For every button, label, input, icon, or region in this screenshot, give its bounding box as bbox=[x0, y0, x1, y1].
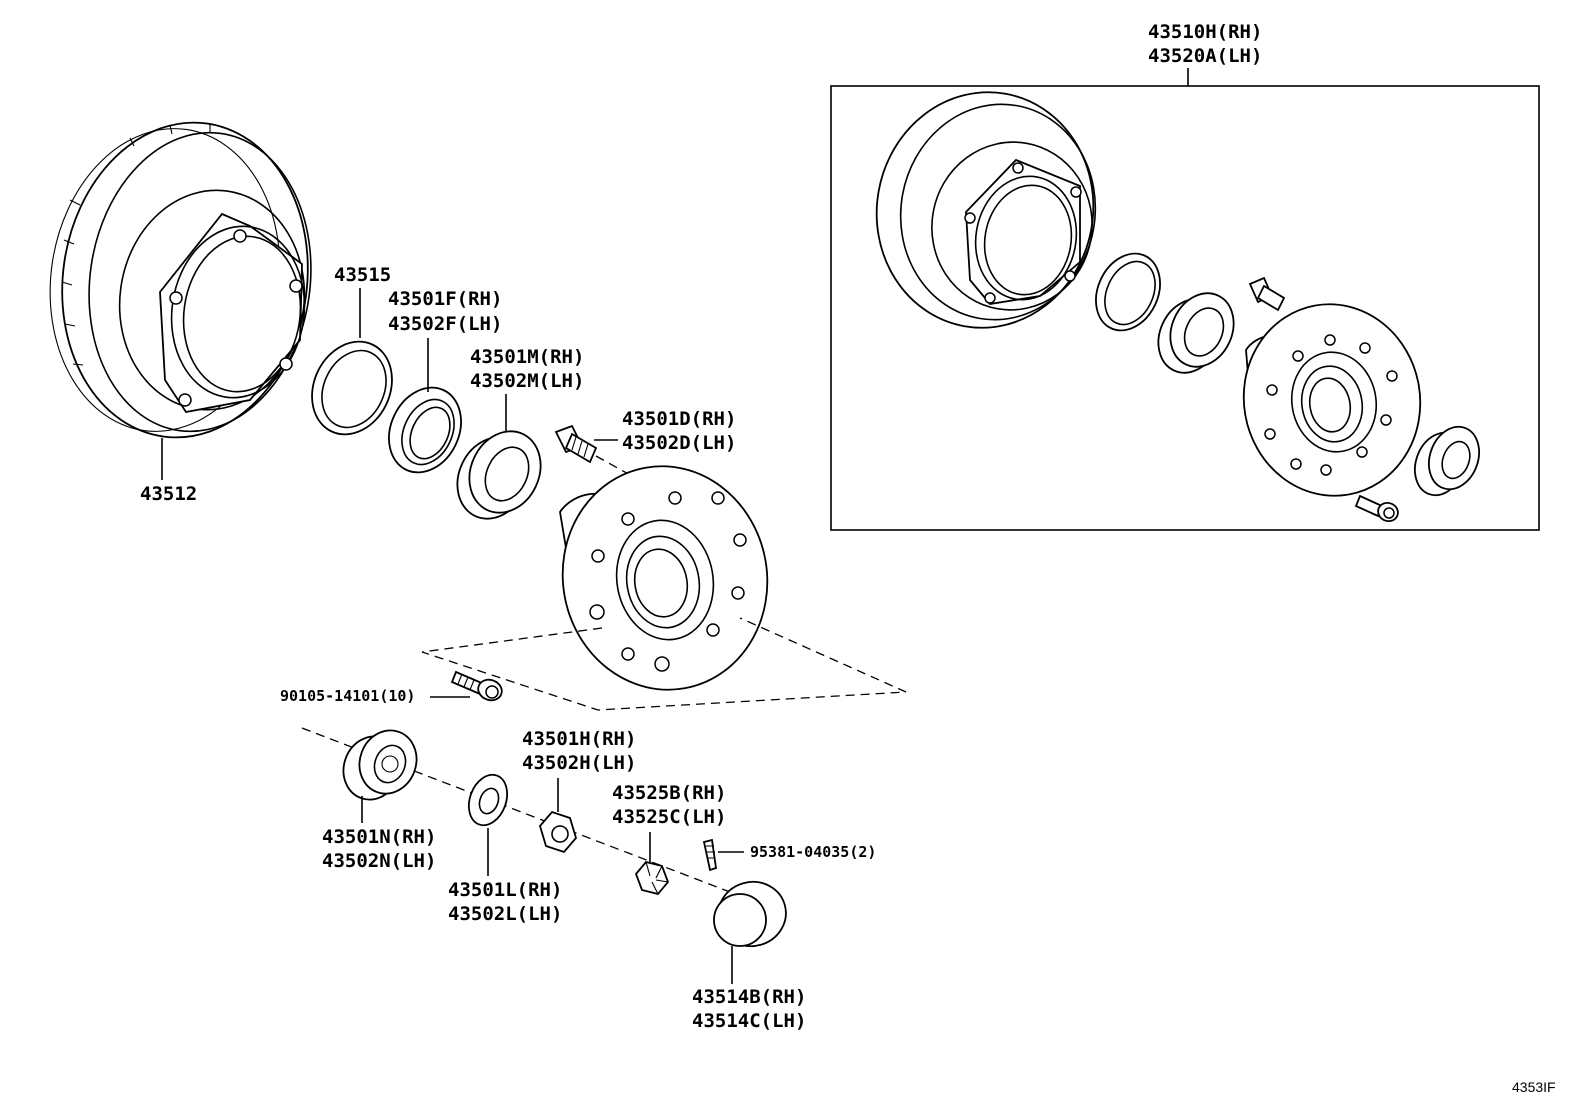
label-lock-cap-rh: 43525B(RH) bbox=[612, 782, 726, 804]
assembly-abs-ring[interactable] bbox=[1084, 243, 1172, 341]
assembly-box bbox=[830, 85, 1540, 531]
assembly-hub-bolt-top[interactable] bbox=[1248, 276, 1286, 312]
hub-nut[interactable] bbox=[538, 810, 578, 854]
disc-bolt[interactable] bbox=[450, 670, 505, 704]
grease-cap[interactable] bbox=[711, 874, 793, 953]
label-disc-bolt: 90105-14101(10) bbox=[280, 687, 415, 705]
axle-hub[interactable] bbox=[545, 450, 785, 706]
hub-bolt[interactable] bbox=[554, 424, 598, 464]
outer-bearing[interactable] bbox=[335, 722, 426, 807]
abs-ring[interactable] bbox=[297, 328, 406, 447]
label-washer-lh: 43502L(LH) bbox=[448, 903, 562, 925]
label-washer-rh: 43501L(RH) bbox=[448, 879, 562, 901]
label-assembly-lh: 43520A(LH) bbox=[1148, 45, 1262, 67]
label-nut-lh: 43502H(LH) bbox=[522, 752, 636, 774]
label-nut-rh: 43501H(RH) bbox=[522, 728, 636, 750]
assembly-disc-rotor[interactable] bbox=[858, 75, 1112, 345]
label-grease-cap-rh: 43514B(RH) bbox=[692, 986, 806, 1008]
label-ring: 43515 bbox=[334, 264, 391, 286]
label-outer-bearing-rh: 43501N(RH) bbox=[322, 826, 436, 848]
label-outer-bearing-lh: 43502N(LH) bbox=[322, 850, 436, 872]
lock-nut-cap[interactable] bbox=[634, 860, 670, 896]
cotter-pin[interactable] bbox=[702, 838, 717, 872]
claw-washer[interactable] bbox=[462, 769, 514, 830]
diagram-reference-code: 4353IF bbox=[1512, 1079, 1556, 1095]
assembly-outer-bearing[interactable] bbox=[1407, 420, 1488, 503]
assembly-disc-bolt[interactable] bbox=[1354, 494, 1400, 524]
label-grease-cap-lh: 43514C(LH) bbox=[692, 1010, 806, 1032]
label-hub-bolt-rh: 43501D(RH) bbox=[622, 408, 736, 430]
disc-rotor[interactable] bbox=[31, 107, 330, 454]
label-inner-bearing-lh: 43502M(LH) bbox=[470, 370, 584, 392]
oil-seal[interactable] bbox=[376, 376, 475, 484]
label-cotter-pin: 95381-04035(2) bbox=[750, 843, 876, 861]
inner-bearing[interactable] bbox=[444, 420, 553, 531]
label-inner-bearing-rh: 43501M(RH) bbox=[470, 346, 584, 368]
label-oil-seal-rh: 43501F(RH) bbox=[388, 288, 502, 310]
assembly-axle-hub[interactable] bbox=[1229, 290, 1436, 510]
label-hub-bolt-lh: 43502D(LH) bbox=[622, 432, 736, 454]
assembly-inner-bearing[interactable] bbox=[1147, 283, 1245, 383]
label-oil-seal-lh: 43502F(LH) bbox=[388, 313, 502, 335]
label-disc: 43512 bbox=[140, 483, 197, 505]
label-assembly-rh: 43510H(RH) bbox=[1148, 21, 1262, 43]
label-lock-cap-lh: 43525C(LH) bbox=[612, 806, 726, 828]
dash-hub-outline bbox=[421, 617, 907, 711]
